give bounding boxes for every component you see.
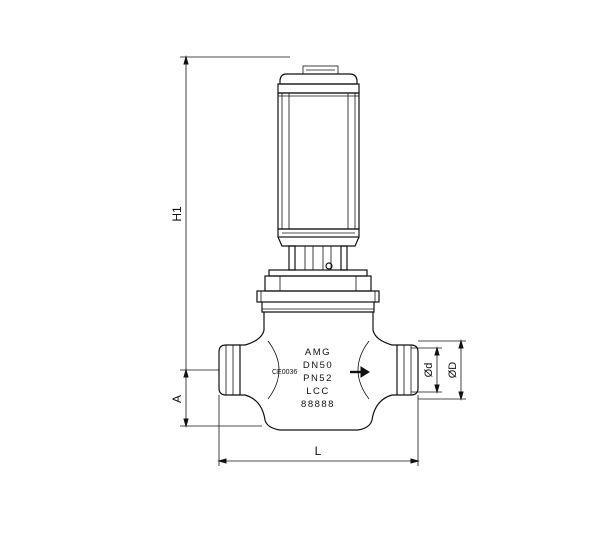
dimension-h1: H1 — [170, 55, 290, 428]
right-pipe-stub — [397, 344, 419, 396]
marking-line-1: AMG — [305, 347, 331, 358]
bonnet-nut-row — [264, 275, 372, 292]
inner-diameter-label: Ød — [423, 363, 435, 378]
a-label: A — [170, 395, 184, 403]
l-arrow-right — [410, 458, 420, 464]
actuator-flare — [277, 236, 360, 247]
arrow-right-icon — [350, 366, 370, 378]
outer-diameter-label: ØD — [447, 362, 459, 379]
d-arrow-bottom — [434, 384, 440, 394]
actuator-leg-right — [340, 245, 348, 271]
dimension-a: A — [170, 368, 219, 403]
od-arrow-bottom — [458, 391, 464, 401]
marking-line-4: LCC — [306, 386, 330, 397]
d-arrow-top — [434, 346, 440, 356]
a-arrow-top — [183, 368, 189, 378]
actuator-bottom-band — [277, 228, 360, 238]
h1-arrow-bottom — [183, 418, 189, 428]
actuator-housing — [277, 92, 360, 230]
actuator-cap-tab — [302, 65, 339, 75]
dimension-l: L — [217, 395, 420, 466]
bonnet-neck — [261, 302, 375, 313]
bonnet-top-plate — [268, 269, 368, 277]
l-label: L — [315, 444, 322, 458]
actuator — [277, 65, 360, 271]
marking-line-3: PN52 — [303, 373, 333, 384]
left-pipe-stub — [218, 344, 240, 396]
marking-line-2: DN50 — [303, 360, 333, 371]
valve-body-outline — [239, 312, 398, 431]
od-arrow-top — [458, 339, 464, 349]
h1-label: H1 — [170, 206, 184, 222]
body-contour-right — [357, 340, 370, 400]
coupling-bolt — [325, 262, 333, 270]
dimension-diameters: Ød ØD — [411, 339, 466, 401]
actuator-top-cap — [279, 73, 358, 85]
body-contour-left — [267, 340, 280, 400]
valve-body: CE0036 AMG DN50 PN52 LCC 88888 — [218, 312, 419, 431]
l-arrow-left — [217, 458, 227, 464]
marking-line-5: 88888 — [301, 399, 335, 410]
actuator-leg-left — [288, 245, 296, 271]
ce-mark: CE0036 — [272, 369, 297, 376]
actuator-top-lip — [277, 83, 360, 94]
bonnet-flange — [256, 290, 380, 303]
bonnet — [256, 269, 380, 313]
h1-arrow-top — [183, 55, 189, 65]
